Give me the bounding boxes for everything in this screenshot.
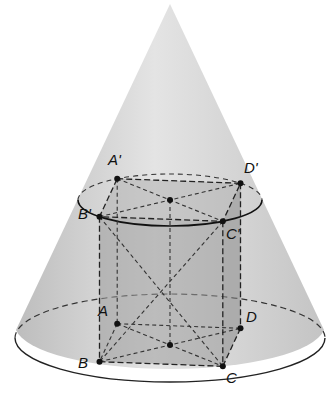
vertex-label: C': [226, 226, 240, 241]
vertex-label: A': [108, 152, 121, 167]
vertex-label: B: [78, 355, 88, 370]
cube-front-face: [100, 217, 223, 367]
vertex-label: B': [78, 206, 91, 221]
cube-edges: [100, 179, 241, 367]
vertex-label: D: [246, 309, 257, 324]
hidden-lines: [100, 179, 241, 367]
cone-body: [16, 4, 324, 369]
vertex-dots: [97, 176, 244, 370]
vertex-label: A: [98, 303, 108, 318]
vertex-label: C: [226, 370, 237, 385]
vertex-label: D': [244, 160, 258, 175]
